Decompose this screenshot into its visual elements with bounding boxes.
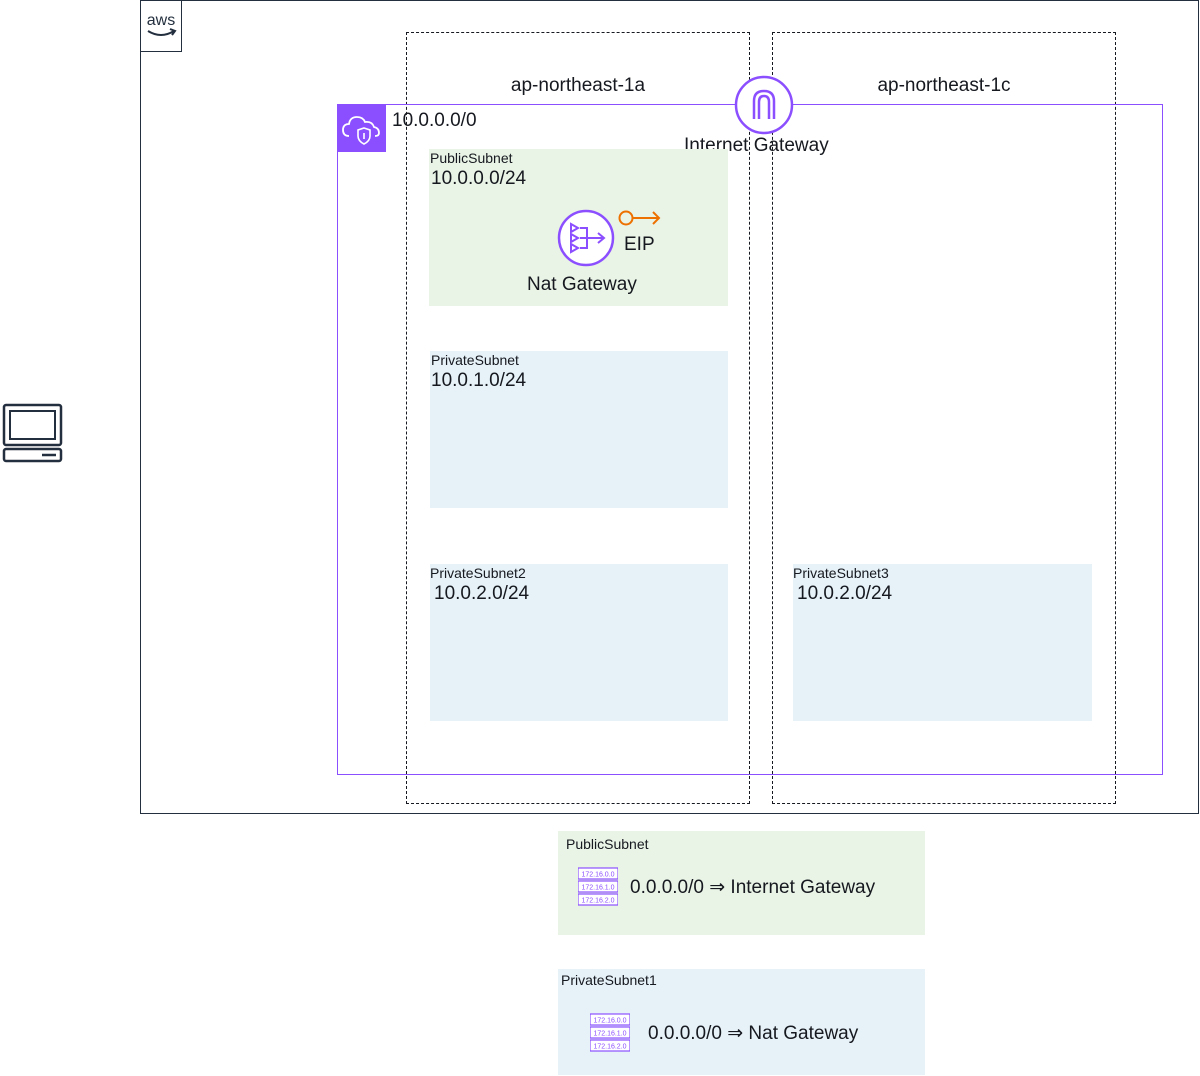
nat-gateway-label: Nat Gateway (527, 274, 637, 295)
route-icon-row: 172.16.0.0 (593, 1018, 626, 1025)
client-computer-icon (2, 403, 63, 463)
aws-logo-icon: aws (147, 12, 177, 36)
aws-cloud-group (140, 0, 1199, 814)
private-subnet-2: PrivateSubnet2 10.0.2.0/24 (430, 564, 728, 721)
route-icon-row: 172.16.2.0 (581, 898, 614, 905)
subnet-cidr: 10.0.2.0/24 (797, 583, 893, 604)
route-table-private: PrivateSubnet1 172.16.0.0 172.16.1.0 172… (558, 969, 925, 1075)
private-subnet-1: PrivateSubnet 10.0.1.0/24 (430, 351, 728, 508)
aws-logo-text: aws (147, 12, 175, 29)
subnet-cidr: 10.0.1.0/24 (431, 370, 527, 391)
nat-gateway-icon (557, 209, 616, 267)
route-table-name: PublicSubnet (566, 836, 649, 852)
eip-label: EIP (624, 234, 655, 255)
route-icon-row: 172.16.1.0 (593, 1031, 626, 1038)
aws-logo: aws (140, 0, 182, 52)
vpc-icon (337, 104, 386, 152)
az-label: ap-northeast-1a (510, 75, 646, 96)
subnet-cidr: 10.0.0.0/24 (431, 168, 527, 189)
route-icon-row: 172.16.1.0 (581, 885, 614, 892)
route-icon-row: 172.16.0.0 (581, 872, 614, 879)
subnet-cidr: 10.0.2.0/24 (434, 583, 530, 604)
subnet-name: PrivateSubnet (431, 352, 519, 368)
az-ap-northeast-1c: ap-northeast-1c (772, 32, 1116, 804)
az-ap-northeast-1a: ap-northeast-1a (406, 32, 750, 804)
route-table-name: PrivateSubnet1 (561, 972, 657, 988)
az-label: ap-northeast-1c (877, 75, 1011, 96)
route-icon-row: 172.16.2.0 (593, 1044, 626, 1051)
route-entry: 0.0.0.0/0 ⇒ Internet Gateway (630, 877, 876, 898)
subnet-name: PrivateSubnet2 (430, 565, 526, 581)
route-entry: 0.0.0.0/0 ⇒ Nat Gateway (648, 1023, 859, 1044)
private-subnet-3: PrivateSubnet3 10.0.2.0/24 (793, 564, 1092, 721)
route-table-icon: 172.16.0.0 172.16.1.0 172.16.2.0 (589, 1013, 631, 1053)
route-table-public: PublicSubnet 172.16.0.0 172.16.1.0 172.1… (558, 831, 925, 935)
internet-gateway-icon (734, 75, 794, 135)
route-table-icon: 172.16.0.0 172.16.1.0 172.16.2.0 (577, 867, 619, 907)
subnet-name: PublicSubnet (430, 150, 513, 166)
eip-icon (618, 207, 662, 229)
vpc-cidr: 10.0.0.0/0 (392, 110, 477, 131)
subnet-name: PrivateSubnet3 (793, 565, 889, 581)
